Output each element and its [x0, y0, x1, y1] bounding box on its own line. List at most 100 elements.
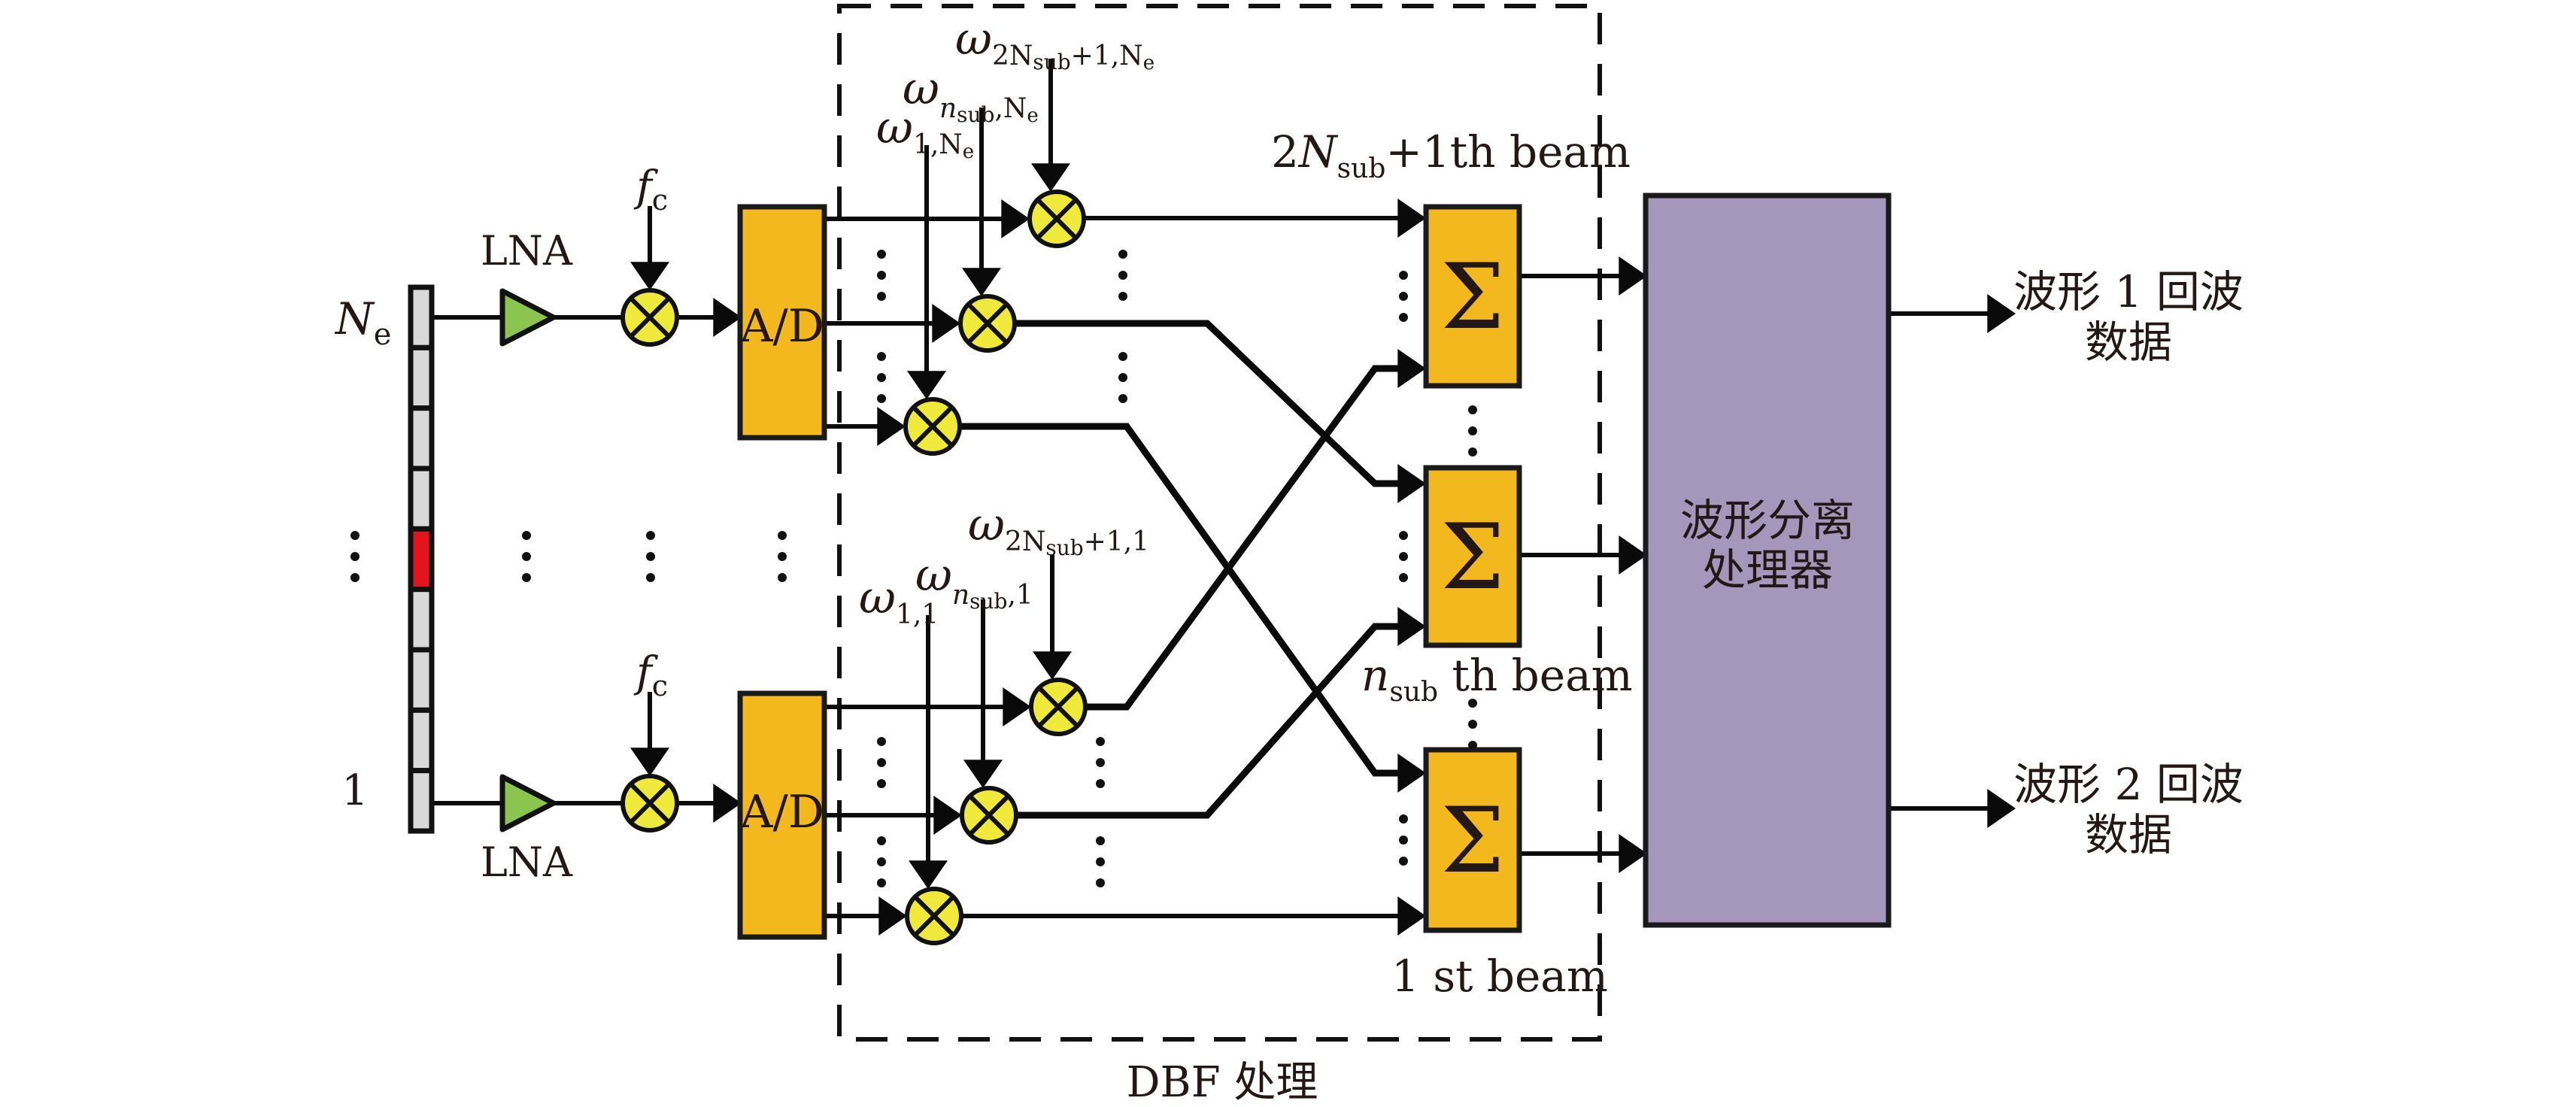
dbf-ellipsis-icon — [877, 836, 886, 887]
weight-arrow-head — [1033, 651, 1072, 680]
dbf-boundary — [837, 4, 1602, 1042]
row-ellipsis-icon — [350, 531, 360, 582]
label-part: n — [952, 580, 969, 611]
processor-input-arrow — [1619, 535, 1647, 575]
mixer-cross-icon — [968, 794, 1010, 836]
summer-input-arrow — [1397, 464, 1426, 503]
dot — [877, 394, 886, 403]
summer-input-ellipsis-icon — [1399, 814, 1408, 866]
dot — [1399, 814, 1408, 823]
label-part: e — [963, 141, 974, 163]
lna-amplifier-icon — [499, 288, 557, 347]
dot — [522, 531, 531, 540]
label-part: 2N — [992, 41, 1033, 71]
dot — [877, 836, 886, 845]
mixer-cross-icon — [912, 405, 954, 447]
dot — [350, 552, 360, 561]
dot — [778, 552, 787, 561]
dot — [1399, 573, 1408, 582]
processor-input-arrow — [1619, 256, 1647, 296]
adc-input-arrow — [713, 298, 742, 337]
dot — [1399, 531, 1408, 540]
dot — [1468, 699, 1477, 708]
dot — [1468, 426, 1477, 435]
output-1-arrow — [1987, 294, 2016, 333]
dot — [778, 531, 787, 540]
antenna-label-1: 1 — [341, 766, 369, 815]
dot — [877, 878, 886, 887]
dot — [1118, 373, 1127, 382]
dot — [778, 573, 787, 582]
dot — [1118, 292, 1127, 301]
label-part: 1 st beam — [1391, 951, 1608, 1002]
rf-mixer — [620, 288, 679, 347]
dot — [1096, 836, 1105, 845]
adc-block — [737, 690, 827, 940]
summer-ellipsis-icon — [1468, 405, 1477, 456]
dot — [1399, 857, 1408, 866]
label-part: th beam — [1438, 650, 1633, 701]
weight-arrow-head — [962, 268, 1001, 296]
label-part: N — [1297, 126, 1339, 177]
dbf-ellipsis-icon — [1096, 836, 1105, 887]
row-ellipsis-icon — [646, 531, 655, 582]
label-part: sub — [1389, 677, 1438, 708]
antenna-element — [408, 587, 435, 653]
beam-wire-cross — [1085, 365, 1399, 711]
lo-arrow-head — [630, 262, 669, 290]
beam-wire-cross — [1015, 320, 1399, 487]
dot — [877, 737, 886, 746]
weight-arrow-head — [909, 860, 948, 889]
mixer-cross-icon — [1036, 198, 1078, 240]
summer-input-arrow — [1397, 754, 1426, 793]
label-part: sub — [957, 102, 994, 127]
mixer-input-arrow — [1001, 199, 1030, 238]
sigma-icon: Σ — [1441, 245, 1505, 350]
processor-label-line1: 波形分离 — [1680, 495, 1855, 546]
dot — [1096, 878, 1105, 887]
summer-input-ellipsis-icon — [1399, 271, 1408, 322]
label-part: ,N — [994, 93, 1027, 124]
beam-label-2nsub-plus-1: 2Nsub+1th beam — [1271, 126, 1631, 184]
dot — [350, 573, 360, 582]
antenna-element — [408, 647, 435, 713]
row-ellipsis-icon — [522, 531, 531, 582]
label-part: sub — [1337, 153, 1386, 184]
weight-mixer — [905, 887, 963, 945]
output-1-label-line2: 数据 — [2085, 317, 2172, 368]
dot — [877, 250, 886, 259]
weight-label-wnsub-ne: ωnsub,Ne — [903, 62, 1039, 127]
dot — [1096, 737, 1105, 746]
sigma-icon: Σ — [1441, 789, 1505, 893]
mixer-cross-icon — [629, 782, 671, 824]
dot — [1468, 720, 1477, 729]
weight-arrow-head — [1031, 163, 1070, 192]
mixer-input-arrow — [877, 407, 906, 446]
weight-mixer — [958, 294, 1017, 353]
lo-label-fc: fc — [633, 162, 668, 217]
dot — [1468, 405, 1477, 414]
adc-label: A/D — [739, 786, 824, 839]
dot — [877, 857, 886, 866]
label-part: ω — [915, 549, 952, 602]
wires — [432, 59, 2016, 936]
mixer-cross-icon — [1037, 686, 1079, 728]
dot — [1399, 271, 1408, 280]
label-part: n — [939, 93, 957, 124]
dot — [877, 352, 886, 361]
label-part: +1,N — [1071, 41, 1143, 71]
dot — [1118, 271, 1127, 280]
lo-arrow-head — [630, 748, 669, 776]
mixer-cross-icon — [629, 296, 671, 338]
adc-block — [737, 204, 827, 441]
antenna-array — [408, 284, 435, 834]
label-part: e — [374, 317, 392, 352]
dbf-ellipsis-icon — [1118, 250, 1127, 301]
antenna-element — [408, 768, 435, 834]
processor-input-arrow — [1619, 834, 1647, 873]
weight-mixer — [903, 397, 962, 456]
label-part: sub — [1045, 535, 1083, 560]
summer-input-arrow — [1397, 607, 1426, 646]
beam-label-1st: 1 st beam — [1391, 951, 1608, 1002]
lna-label: LNA — [481, 227, 573, 274]
